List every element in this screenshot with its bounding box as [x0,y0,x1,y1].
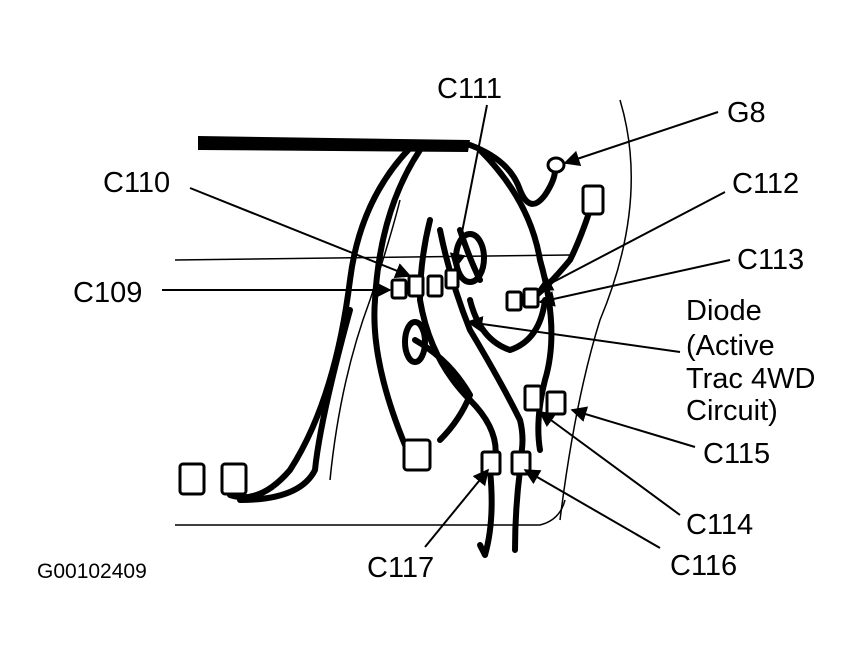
label-diode-line3: Trac 4WD [686,363,815,395]
label-g8: G8 [727,97,766,129]
label-c109: C109 [73,277,142,309]
connector-c116-c117 [480,450,532,476]
connector-g8-terminal [546,156,566,174]
connector-c111 [426,268,460,298]
label-c112: C112 [732,168,799,200]
connector-bottom-middle [402,438,432,472]
label-c115: C115 [703,438,770,470]
label-diode-line2: (Active [686,330,775,362]
connector-top-right [581,184,605,216]
leader-lines [162,104,731,549]
callout-labels: C111 G8 C110 C112 C109 C113 Diode (Activ… [37,73,815,584]
label-c116: C116 [670,550,737,582]
label-c111: C111 [437,73,502,105]
connector-c110 [407,274,425,298]
label-c110: C110 [103,167,170,199]
label-c117: C117 [367,552,434,584]
body-panel-outline [174,99,632,526]
label-diode-line4: Circuit) [686,395,778,427]
connector-bottom-left [178,462,248,496]
connector-c112-c113 [505,287,540,312]
label-c113: C113 [737,244,804,276]
wire-harness [198,136,593,558]
connector-c114-c115 [523,384,567,416]
figure-id: G00102409 [37,560,147,583]
connector-c109 [390,278,408,300]
label-diode-line1: Diode [686,295,762,327]
label-c114: C114 [686,509,753,541]
